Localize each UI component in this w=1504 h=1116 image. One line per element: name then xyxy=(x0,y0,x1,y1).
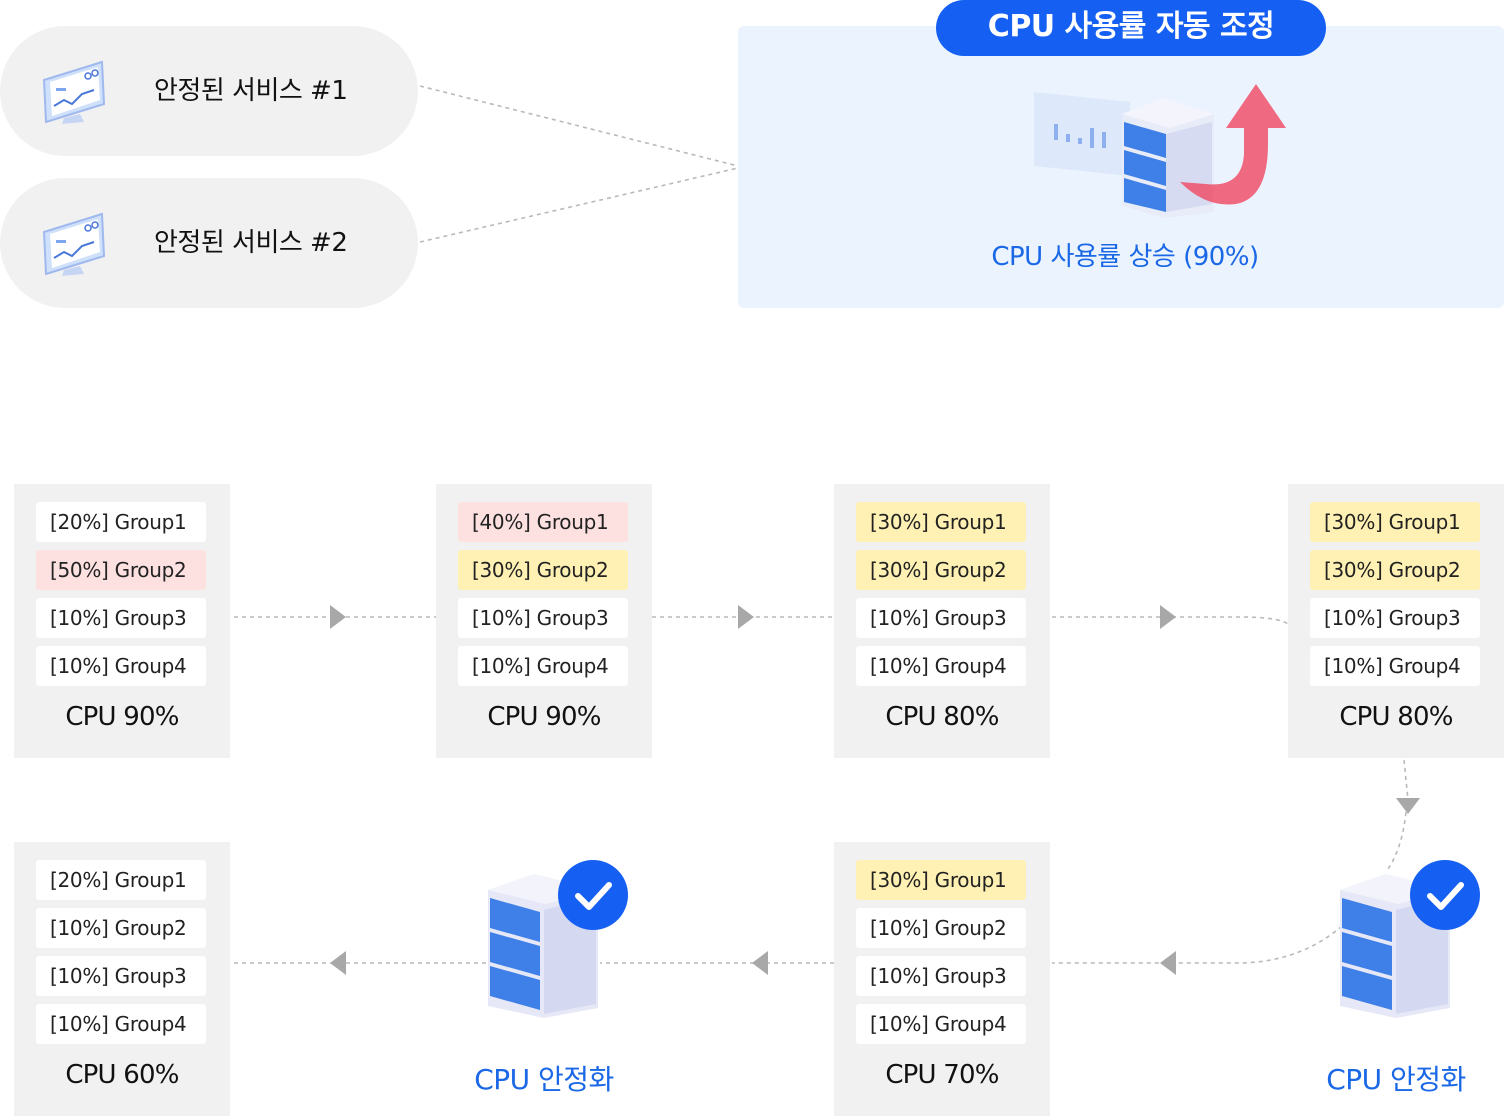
group-row: [30%] Group2 xyxy=(458,550,628,590)
group-row: [10%] Group4 xyxy=(1310,646,1480,686)
group-row: [10%] Group3 xyxy=(36,598,206,638)
group-row: [30%] Group1 xyxy=(856,502,1026,542)
monitor-icon xyxy=(42,60,106,124)
group-row: [10%] Group4 xyxy=(458,646,628,686)
group-row: [10%] Group4 xyxy=(36,646,206,686)
check-icon xyxy=(1410,860,1480,930)
stage-card-1: [20%] Group1 [50%] Group2 [10%] Group3 [… xyxy=(14,484,230,758)
group-row: [10%] Group2 xyxy=(856,908,1026,948)
group-row: [20%] Group1 xyxy=(36,502,206,542)
service-pill-2: 안정된 서비스 #2 xyxy=(0,178,418,308)
stage-card-4: [30%] Group1 [30%] Group2 [10%] Group3 [… xyxy=(1288,484,1504,758)
arrow-right-icon xyxy=(1160,605,1176,629)
stage-card-2: [40%] Group1 [30%] Group2 [10%] Group3 [… xyxy=(436,484,652,758)
service-label: 안정된 서비스 #2 xyxy=(154,228,348,258)
check-icon xyxy=(558,860,628,930)
arrow-left-icon xyxy=(752,951,768,975)
group-row: [10%] Group3 xyxy=(856,598,1026,638)
group-row: [30%] Group1 xyxy=(856,860,1026,900)
stage-card-5: [30%] Group1 [10%] Group2 [10%] Group3 [… xyxy=(834,842,1050,1116)
cpu-total: CPU 90% xyxy=(65,702,179,732)
service-label: 안정된 서비스 #1 xyxy=(154,76,348,106)
server-rise-icon xyxy=(1034,84,1286,218)
group-row: [40%] Group1 xyxy=(458,502,628,542)
arrow-right-icon xyxy=(330,605,346,629)
group-row: [10%] Group3 xyxy=(458,598,628,638)
group-row: [10%] Group4 xyxy=(856,1004,1026,1044)
monitor-icon xyxy=(42,212,106,276)
group-row: [20%] Group1 xyxy=(36,860,206,900)
group-row: [50%] Group2 xyxy=(36,550,206,590)
cpu-rise-label: CPU 사용률 상승 (90%) xyxy=(991,242,1259,272)
group-row: [10%] Group4 xyxy=(856,646,1026,686)
cpu-stabilized-label: CPU 안정화 xyxy=(474,1063,614,1096)
stage-card-6: [20%] Group1 [10%] Group2 [10%] Group3 [… xyxy=(14,842,230,1116)
cpu-total: CPU 80% xyxy=(885,702,999,732)
cpu-total: CPU 80% xyxy=(1339,702,1453,732)
arrow-left-icon xyxy=(1160,951,1176,975)
cpu-total: CPU 60% xyxy=(65,1060,179,1090)
group-row: [30%] Group2 xyxy=(856,550,1026,590)
group-row: [30%] Group2 xyxy=(1310,550,1480,590)
group-row: [10%] Group2 xyxy=(36,908,206,948)
group-row: [10%] Group4 xyxy=(36,1004,206,1044)
group-row: [30%] Group1 xyxy=(1310,502,1480,542)
arrow-left-icon xyxy=(330,951,346,975)
group-row: [10%] Group3 xyxy=(1310,598,1480,638)
stage-card-3: [30%] Group1 [30%] Group2 [10%] Group3 [… xyxy=(834,484,1050,758)
cpu-stabilized-label: CPU 안정화 xyxy=(1326,1063,1466,1096)
autoscale-badge: CPU 사용률 자동 조정 xyxy=(936,0,1326,56)
group-row: [10%] Group3 xyxy=(856,956,1026,996)
cpu-total: CPU 70% xyxy=(885,1060,999,1090)
arrow-right-icon xyxy=(738,605,754,629)
cpu-total: CPU 90% xyxy=(487,702,601,732)
service-pill-1: 안정된 서비스 #1 xyxy=(0,26,418,156)
arrow-down-icon xyxy=(1396,798,1420,814)
group-row: [10%] Group3 xyxy=(36,956,206,996)
